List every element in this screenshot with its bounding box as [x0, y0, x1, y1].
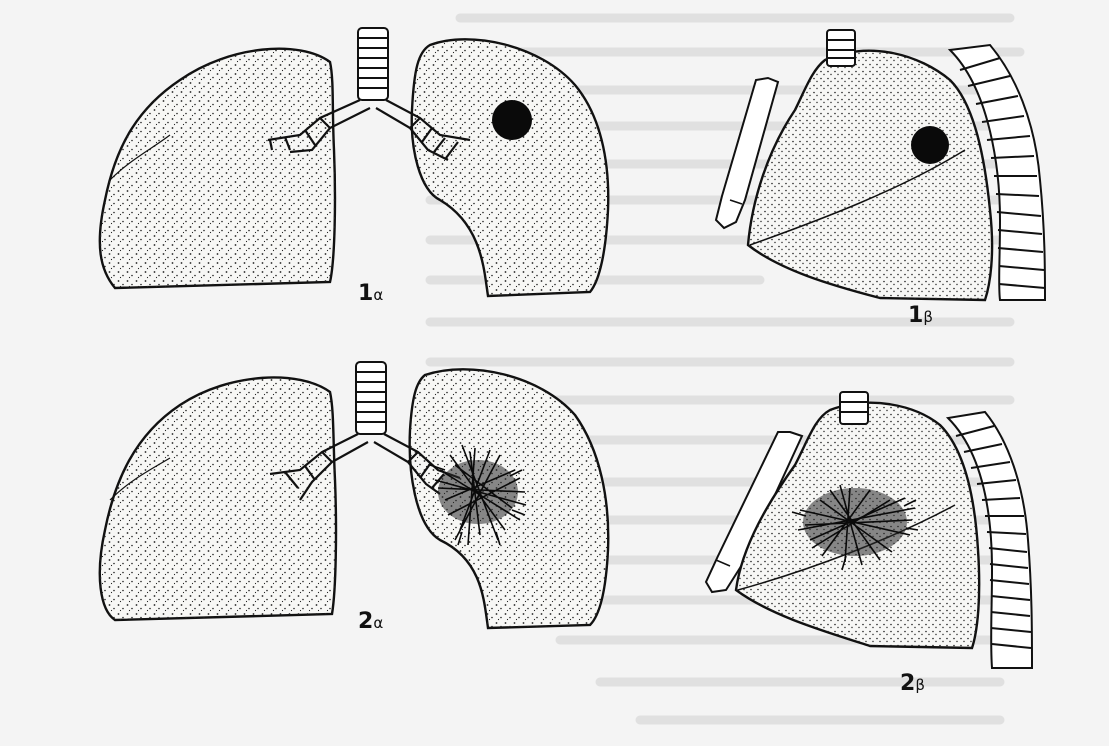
panel-label-1b: 1β	[908, 303, 933, 328]
panel-label-2b: 2β	[900, 671, 925, 696]
panel-1a-frontal: 1α	[100, 28, 608, 306]
lateral-trachea	[827, 30, 855, 66]
trachea	[358, 28, 388, 100]
lateral-trachea	[840, 392, 868, 424]
panel-label-2a: 2α	[358, 609, 383, 634]
panel-label-1a: 1α	[358, 281, 383, 306]
nodule	[492, 100, 532, 140]
panel-1b-lateral: 1β	[716, 30, 1045, 328]
nodule	[911, 126, 949, 164]
panel-2a-frontal: 2α	[100, 362, 608, 634]
trachea	[356, 362, 386, 434]
